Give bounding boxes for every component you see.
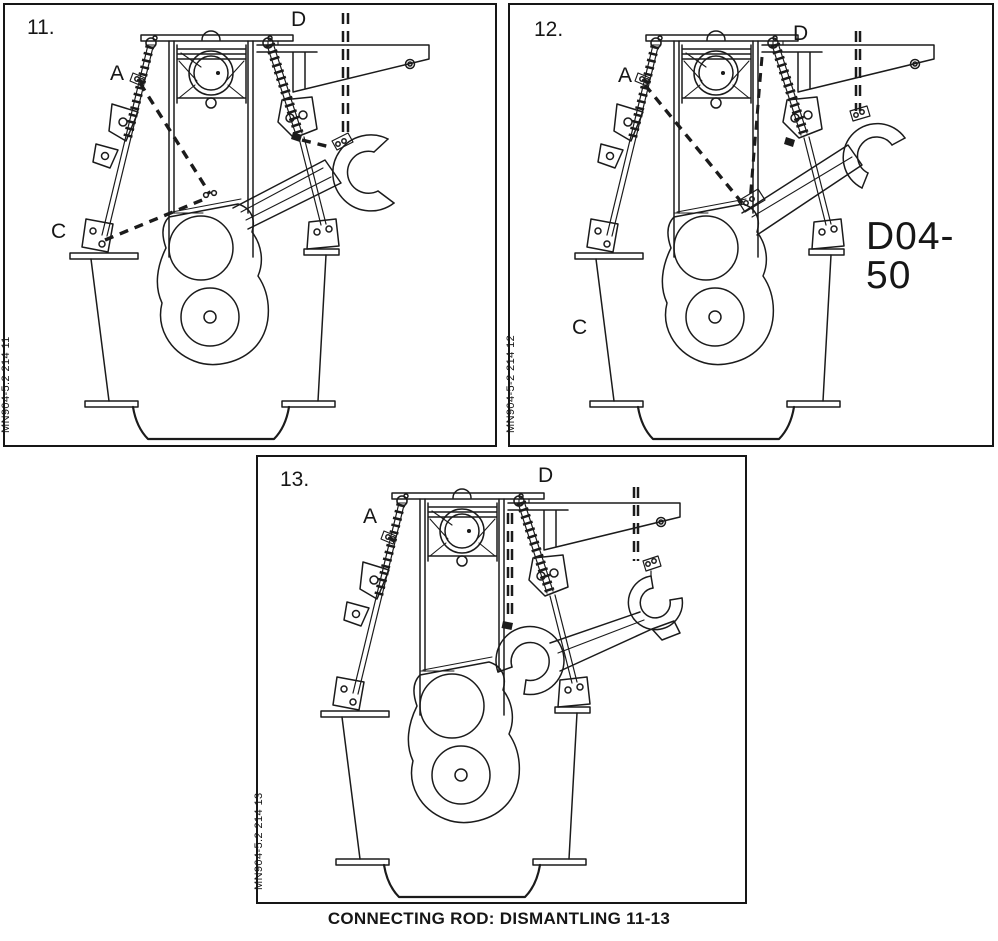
figure-number: 13. <box>280 468 310 491</box>
figure-panel-13: 13. A D MN904-5.2 214 13 <box>253 455 747 904</box>
sling-lines-dashed <box>104 82 331 242</box>
figure-caption: CONNECTING ROD: DISMANTLING 11-13 <box>327 909 671 928</box>
figure-panel-11: 11. A C D MN904-5.2 214 11 <box>0 3 497 447</box>
point-label-d: D <box>793 22 809 45</box>
figure-number: 12. <box>534 18 564 41</box>
point-label-d: D <box>291 8 307 31</box>
connecting-rod-installed <box>202 132 395 230</box>
connecting-rod-removed <box>495 555 684 696</box>
tool-reference: D04-50 <box>866 215 955 297</box>
figure-panel-12: 12. A C D D04-50 MN904-5-2 214 12 <box>505 3 994 447</box>
figure-code: MN904-5.2 214 11 <box>0 336 12 433</box>
hoist-lines-d <box>506 487 640 619</box>
connecting-rod-lifted <box>737 105 906 236</box>
point-label-c: C <box>51 220 67 243</box>
hoist-line-d <box>341 13 350 139</box>
point-label-a: A <box>618 64 633 87</box>
figure-code: MN904-5.2 214 13 <box>253 792 265 890</box>
point-label-d: D <box>538 464 554 487</box>
engine-diagram-11 <box>5 13 495 445</box>
sling-lines-dashed <box>643 56 764 206</box>
engine-core <box>70 31 429 439</box>
figure-number: 11. <box>27 16 55 39</box>
hoist-line-d <box>854 31 862 111</box>
point-label-a: A <box>363 505 378 528</box>
engine-diagram-13 <box>258 457 745 902</box>
point-label-c: C <box>572 316 588 339</box>
point-label-a: A <box>110 62 125 85</box>
figure-code: MN904-5-2 214 12 <box>505 334 517 433</box>
engine-diagram-12 <box>510 5 992 445</box>
engine-core <box>321 489 680 897</box>
